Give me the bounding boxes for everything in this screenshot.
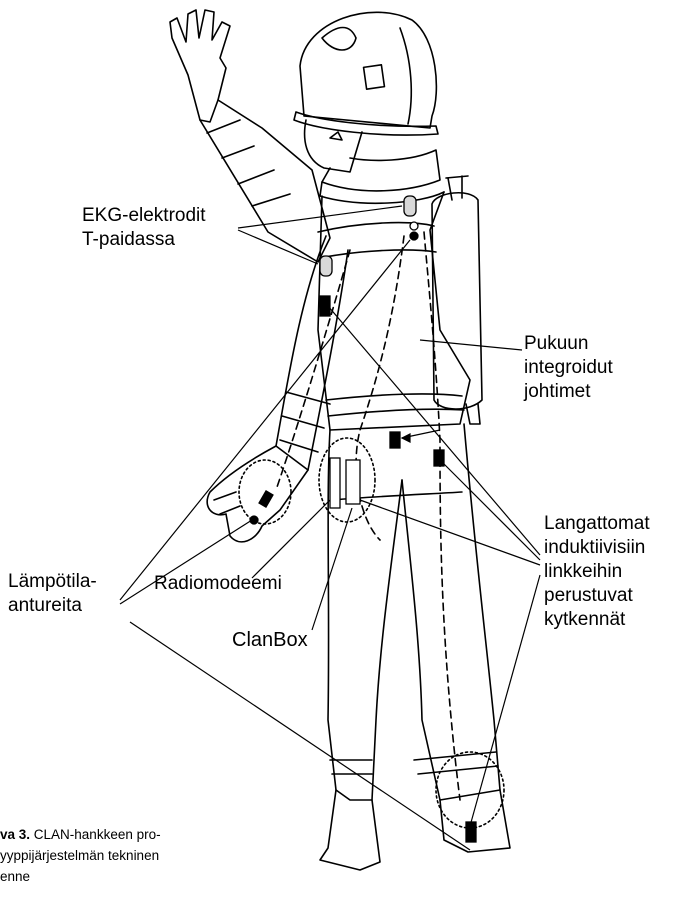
radiomodem-device (330, 458, 340, 508)
side-module (434, 450, 444, 466)
caption-line2: yyppijärjestelmän tekninen (0, 845, 250, 866)
caption-figure-number: va 3. (0, 827, 30, 842)
label-wireless-links: Langattomat induktiivisiin linkkeihin pe… (544, 512, 650, 632)
caption-line1: CLAN-hankkeen pro- (30, 827, 161, 842)
sensor-modules (250, 196, 476, 842)
caption-line3: enne (0, 866, 250, 887)
figure-caption: va 3. CLAN-hankkeen pro- yyppijärjestelm… (0, 824, 250, 887)
firefighter-figure (170, 10, 510, 870)
clanbox-device (346, 460, 360, 504)
boot-module (466, 822, 476, 842)
glove-module (259, 491, 273, 507)
label-temperature-sensors: Lämpötila- antureita (8, 570, 97, 618)
label-clanbox: ClanBox (232, 628, 308, 652)
belt-module (390, 432, 400, 448)
label-radio-modem: Radiomodeemi (154, 572, 282, 596)
label-ekg-electrodes: EKG-elektrodit T-paidassa (82, 204, 206, 252)
ekg-electrode-lower (320, 256, 332, 276)
label-integrated-wires: Pukuun integroidut johtimet (524, 332, 613, 404)
temp-sensor-upper (410, 232, 418, 240)
ekg-electrode-upper (404, 196, 416, 216)
